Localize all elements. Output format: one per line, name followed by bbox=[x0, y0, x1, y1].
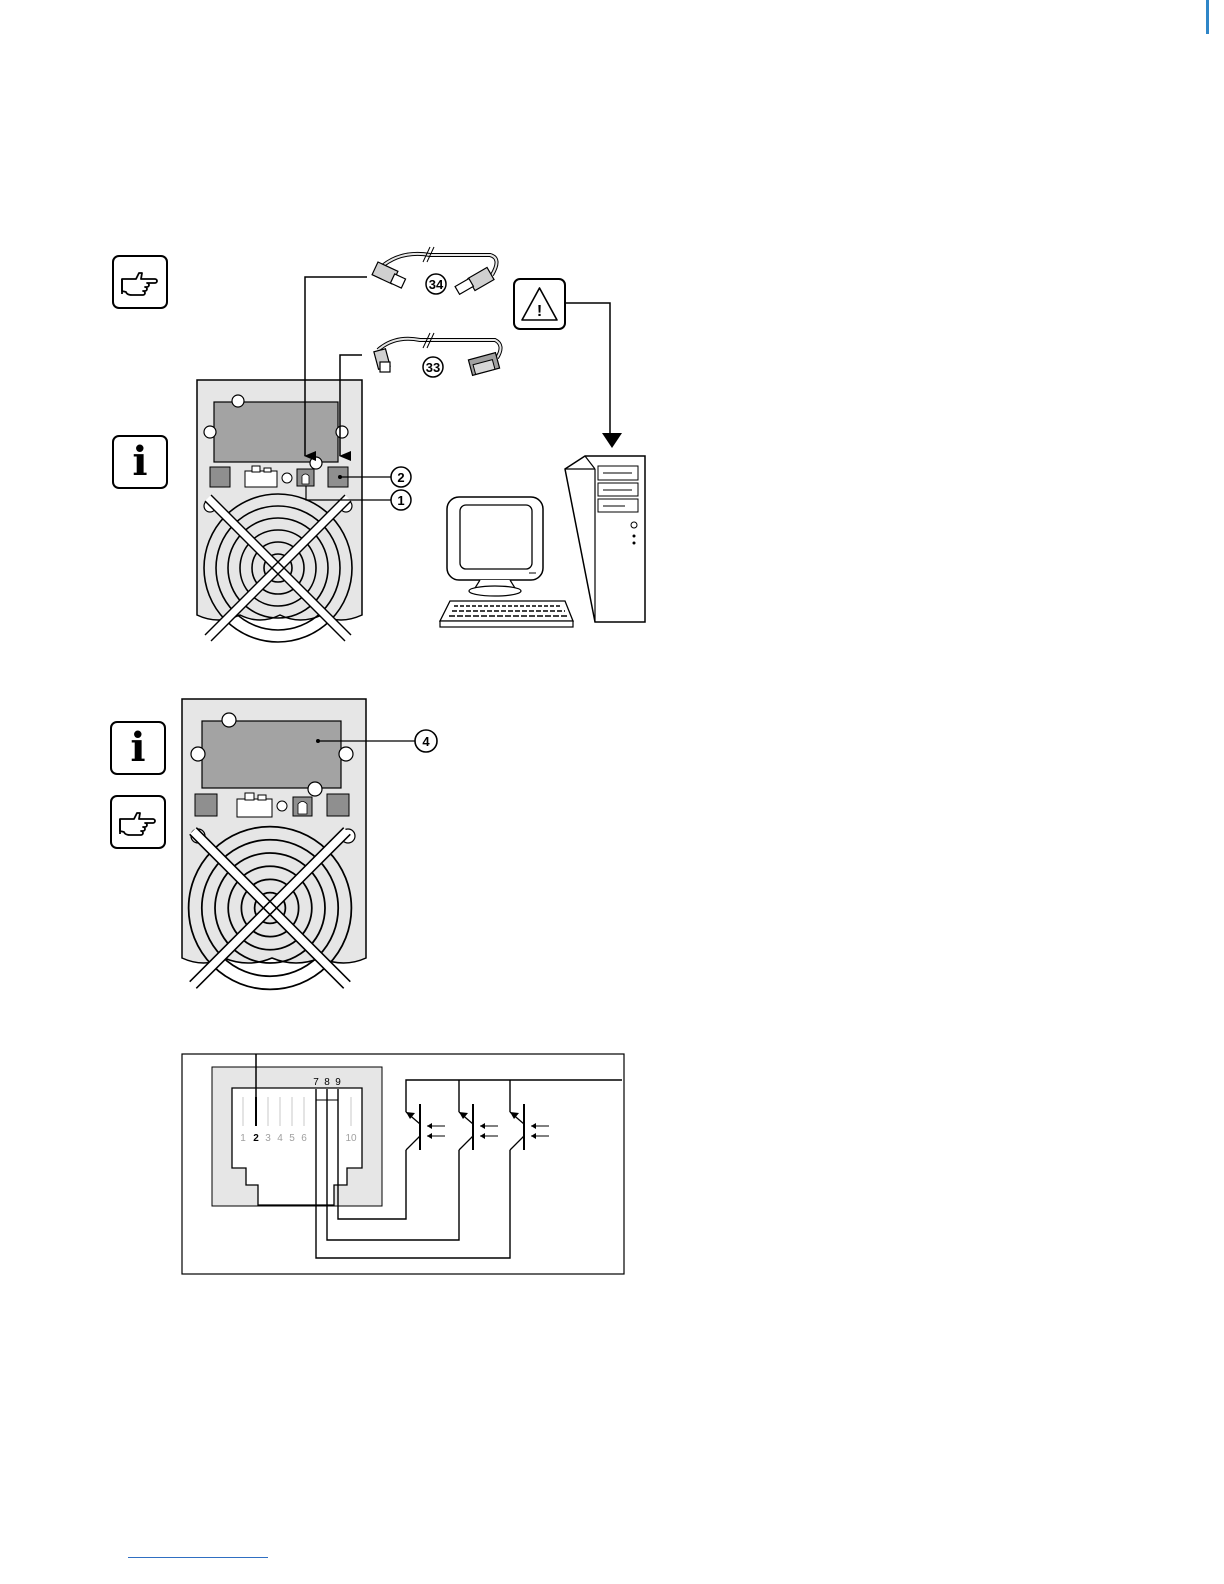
ups-rear-panel-card bbox=[182, 699, 366, 989]
pin-label: 9 bbox=[335, 1077, 341, 1088]
warning-symbol: ! bbox=[537, 303, 542, 320]
computer-tower bbox=[565, 456, 645, 622]
comm-card-slot bbox=[202, 721, 341, 788]
pin-label: 7 bbox=[313, 1077, 319, 1088]
callout-4-label: 4 bbox=[422, 734, 430, 749]
pin-label: 10 bbox=[345, 1133, 357, 1144]
optocoupler-transistor bbox=[459, 1104, 498, 1150]
ups-rear-panel bbox=[197, 380, 362, 642]
callout-33-label: 33 bbox=[426, 360, 440, 375]
relay-wiring-diagram: 1 2 3 4 5 6 10 7 8 9 bbox=[182, 1054, 624, 1274]
indicator bbox=[282, 473, 292, 483]
callout-2-label: 2 bbox=[397, 470, 404, 485]
screw bbox=[232, 395, 244, 407]
comm-card-slot bbox=[214, 402, 338, 462]
pin-label: 5 bbox=[289, 1133, 295, 1144]
relay-connector-port bbox=[245, 471, 277, 487]
pin-label: 8 bbox=[324, 1077, 330, 1088]
computer-monitor bbox=[447, 497, 543, 596]
optocoupler-transistor bbox=[406, 1104, 445, 1150]
screw bbox=[336, 426, 348, 438]
pin-label: 1 bbox=[240, 1133, 246, 1144]
callout-1-label: 1 bbox=[397, 493, 404, 508]
pin-label: 6 bbox=[301, 1133, 307, 1144]
pin-label: 2 bbox=[253, 1133, 259, 1144]
pin-label: 4 bbox=[277, 1133, 283, 1144]
pin-label: 3 bbox=[265, 1133, 271, 1144]
screw bbox=[204, 426, 216, 438]
computer-keyboard bbox=[440, 601, 573, 627]
callout-34-label: 34 bbox=[429, 277, 444, 292]
computer-arrow bbox=[565, 303, 610, 434]
epo-connector bbox=[210, 467, 230, 487]
optocoupler-transistor bbox=[510, 1104, 549, 1150]
warning-triangle-icon: ! bbox=[514, 279, 565, 329]
screw bbox=[310, 457, 322, 469]
footer-link-underline bbox=[128, 1557, 268, 1558]
